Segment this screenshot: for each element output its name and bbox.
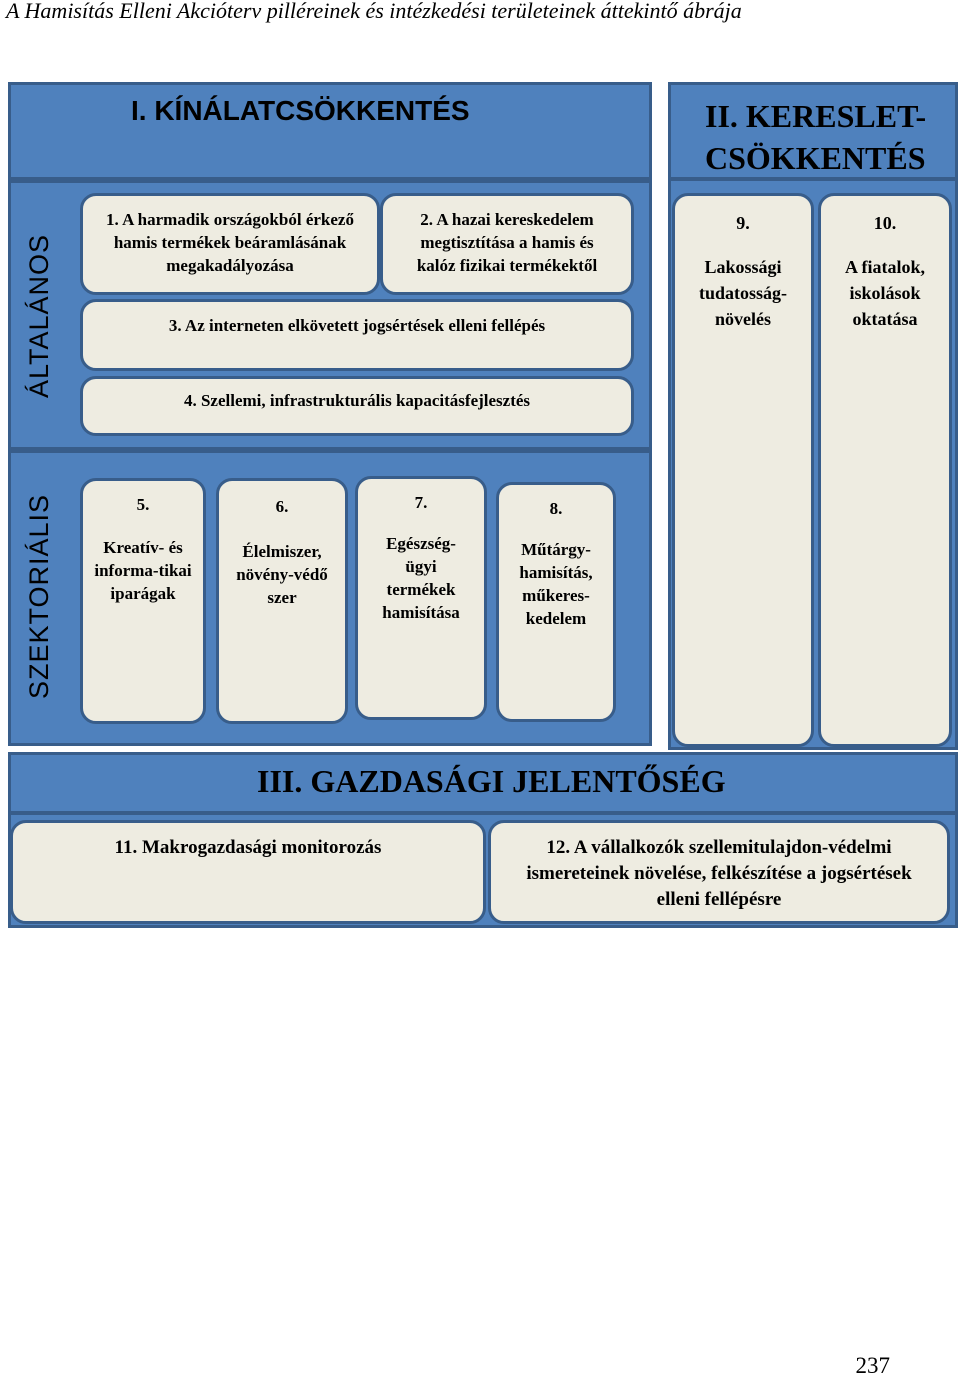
area-7-text: Egészség-ügyi termékek hamisítása [382,534,460,622]
area-6-box: 6. Élelmiszer, növény-védő szer [216,478,348,724]
area-8-text: Műtárgy-hamisítás, műkeres-kedelem [519,540,593,628]
area-10-text: A fiatalok, iskolások oktatása [844,257,925,329]
area-12-box: 12. A vállalkozók szellemitulajdon-védel… [488,820,950,924]
area-4-box: 4. Szellemi, infrastrukturális kapacitás… [80,376,634,436]
area-11-box: 11. Makrogazdasági monitorozás [10,820,486,924]
area-7-box: 7. Egészség-ügyi termékek hamisítása [355,476,487,720]
area-8-box: 8. Műtárgy-hamisítás, műkeres-kedelem [496,482,616,722]
page-number: 237 [855,1353,891,1378]
area-2-text: 2. A hazai kereskedelem megtisztítása a … [416,210,598,275]
area-2-box: 2. A hazai kereskedelem megtisztítása a … [380,193,634,295]
area-5-box: 5. Kreatív- és informa-tikai iparágak [80,478,206,724]
demand-title-line1: II. KERESLET- [705,98,927,134]
area-12-text: 12. A vállalkozók szellemitulajdon-védel… [526,837,912,910]
demand-title-line2: CSÖKKENTÉS [705,140,926,176]
economic-pillar-title: III. GAZDASÁGI JELENTŐSÉG [257,763,726,799]
area-5-text: Kreatív- és informa-tikai iparágak [94,538,192,603]
area-3-text: 3. Az interneten elkövetett jogsértések … [168,316,546,335]
economic-pillar-header: III. GAZDASÁGI JELENTŐSÉG [8,752,958,814]
area-10-number: 10. [873,213,897,233]
area-6-text: Élelmiszer, növény-védő szer [236,542,328,607]
area-9-number: 9. [736,213,750,233]
area-9-box: 9. Lakossági tudatosság-növelés [672,193,814,747]
area-6-number: 6. [275,497,289,516]
demand-pillar-header: II. KERESLET- CSÖKKENTÉS [668,82,958,180]
area-4-text: 4. Szellemi, infrastrukturális kapacitás… [183,391,531,410]
area-1-text: 1. A harmadik országokból érkező hamis t… [106,210,354,275]
area-7-number: 7. [414,493,428,512]
figure-caption: A Hamisítás Elleni Akcióterv pilléreinek… [6,0,742,23]
area-11-text: 11. Makrogazdasági monitorozás [114,837,382,858]
area-3-box: 3. Az interneten elkövetett jogsértések … [80,299,634,371]
area-1-box: 1. A harmadik országokból érkező hamis t… [80,193,380,295]
area-5-number: 5. [136,495,150,514]
area-8-number: 8. [549,499,563,518]
area-10-box: 10. A fiatalok, iskolások oktatása [818,193,952,747]
supply-pillar-title: I. KÍNÁLATCSÖKKENTÉS [131,95,470,126]
sectoral-row-label: SZEKTORIÁLIS [24,493,54,699]
supply-pillar-header: I. KÍNÁLATCSÖKKENTÉS [8,82,652,180]
general-row-label: ÁLTALÁNOS [24,233,54,399]
demand-pillar-title: II. KERESLET- CSÖKKENTÉS [705,95,926,179]
area-9-text: Lakossági tudatosság-növelés [698,257,787,329]
